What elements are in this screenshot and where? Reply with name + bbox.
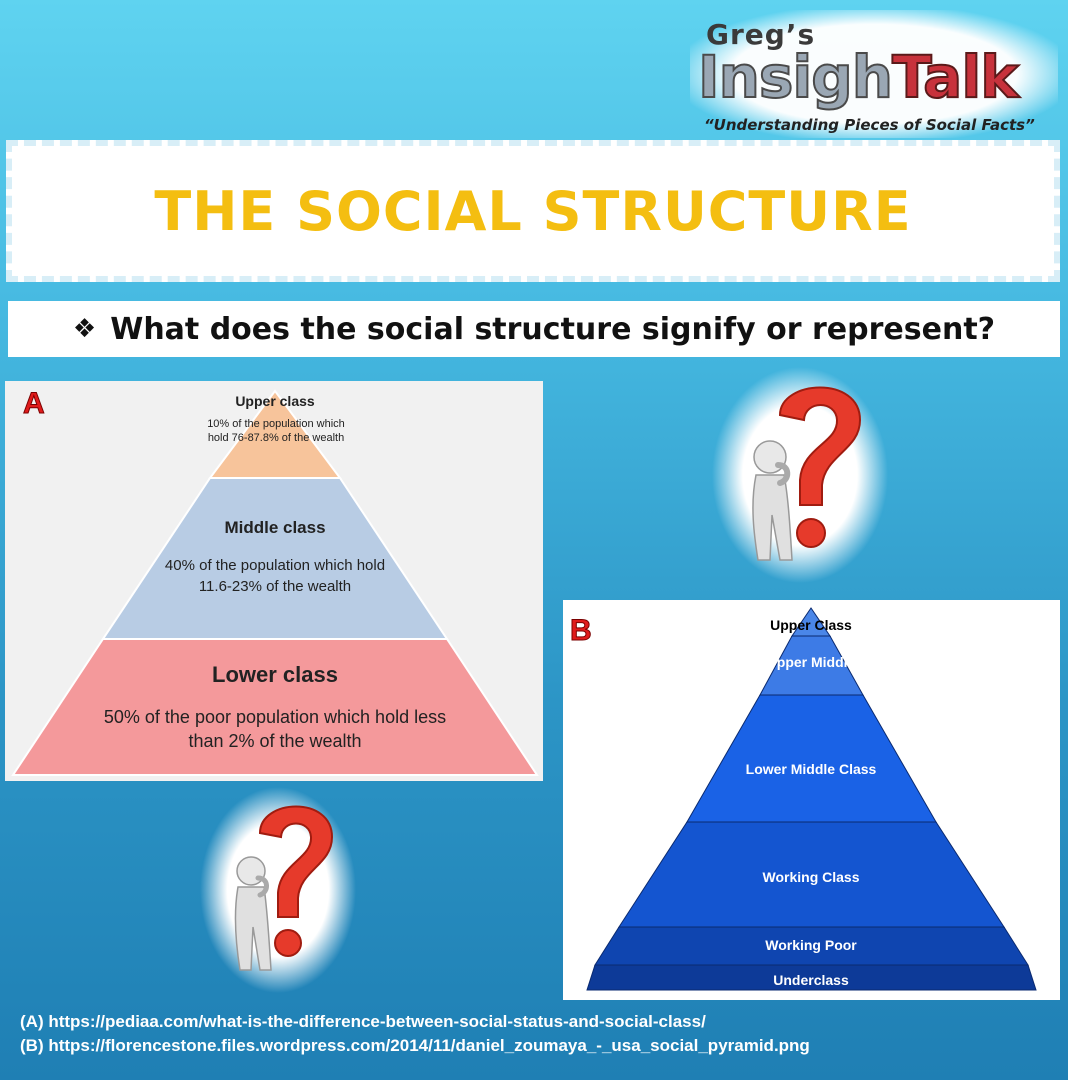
pyramid-b-panel: B Upper Class Upper Middle Lower Middle … [563,600,1060,1000]
pyramid-a-upper-title: Upper class [235,393,315,409]
pyramid-a-level-lower [11,638,539,776]
logo-brand-part2: Talk [891,43,1020,111]
question-bar: ❖ What does the social structure signify… [8,301,1060,357]
pyramid-b-underclass-label: Underclass [773,972,849,988]
pyramid-b-upper-middle-label: Upper Middle [766,654,856,670]
source-b-link[interactable]: (B) https://florencestone.files.wordpres… [20,1036,810,1055]
pyramid-a-graphic [11,389,539,776]
pyramid-a-label: A [23,387,46,421]
bullet-icon: ❖ [72,314,97,344]
title-box: THE SOCIAL STRUCTURE [6,140,1060,282]
pyramid-a-lower-desc: 50% of the poor population which hold le… [103,707,447,751]
thinker-question-mark-icon-2 [200,787,356,993]
logo-tagline: “Understanding Pieces of Social Facts” [704,116,1035,134]
pyramid-a-middle-title: Middle class [224,518,326,537]
pyramid-b-working-poor-label: Working Poor [765,937,857,953]
pyramid-a-panel: A Upper class 10% of the population whic… [5,381,543,781]
source-citations: (A) https://pediaa.com/what-is-the-diffe… [20,1010,810,1058]
page-title: THE SOCIAL STRUCTURE [154,179,912,243]
logo-brand-part1: Insigh [697,43,894,111]
thinker-question-mark-icon [712,367,888,583]
pyramid-b-level-underclass [586,964,1037,991]
pyramid-b-upper-class-label: Upper Class [770,617,852,633]
logo-brand: InsighTalk [697,43,1020,111]
pyramid-a-upper-desc: 10% of the population which hold 76-87.8… [207,418,345,444]
pyramid-b-graphic [586,607,1037,991]
question-text: What does the social structure signify o… [110,311,996,347]
pyramid-b-level-lower-middle [686,694,937,823]
source-a-link[interactable]: (A) https://pediaa.com/what-is-the-diffe… [20,1012,706,1031]
logo-name-line: Greg’s [706,18,816,51]
pyramid-b-lower-middle-label: Lower Middle Class [745,761,877,777]
pyramid-b-working-class-label: Working Class [762,869,860,885]
pyramid-a-middle-desc: 40% of the population which hold 11.6-23… [164,557,386,595]
insightalk-logo: Greg’s InsighTalk “Understanding Pieces … [690,10,1058,138]
pyramid-a-lower-title: Lower class [212,662,338,687]
pyramid-b-label: B [570,614,593,648]
